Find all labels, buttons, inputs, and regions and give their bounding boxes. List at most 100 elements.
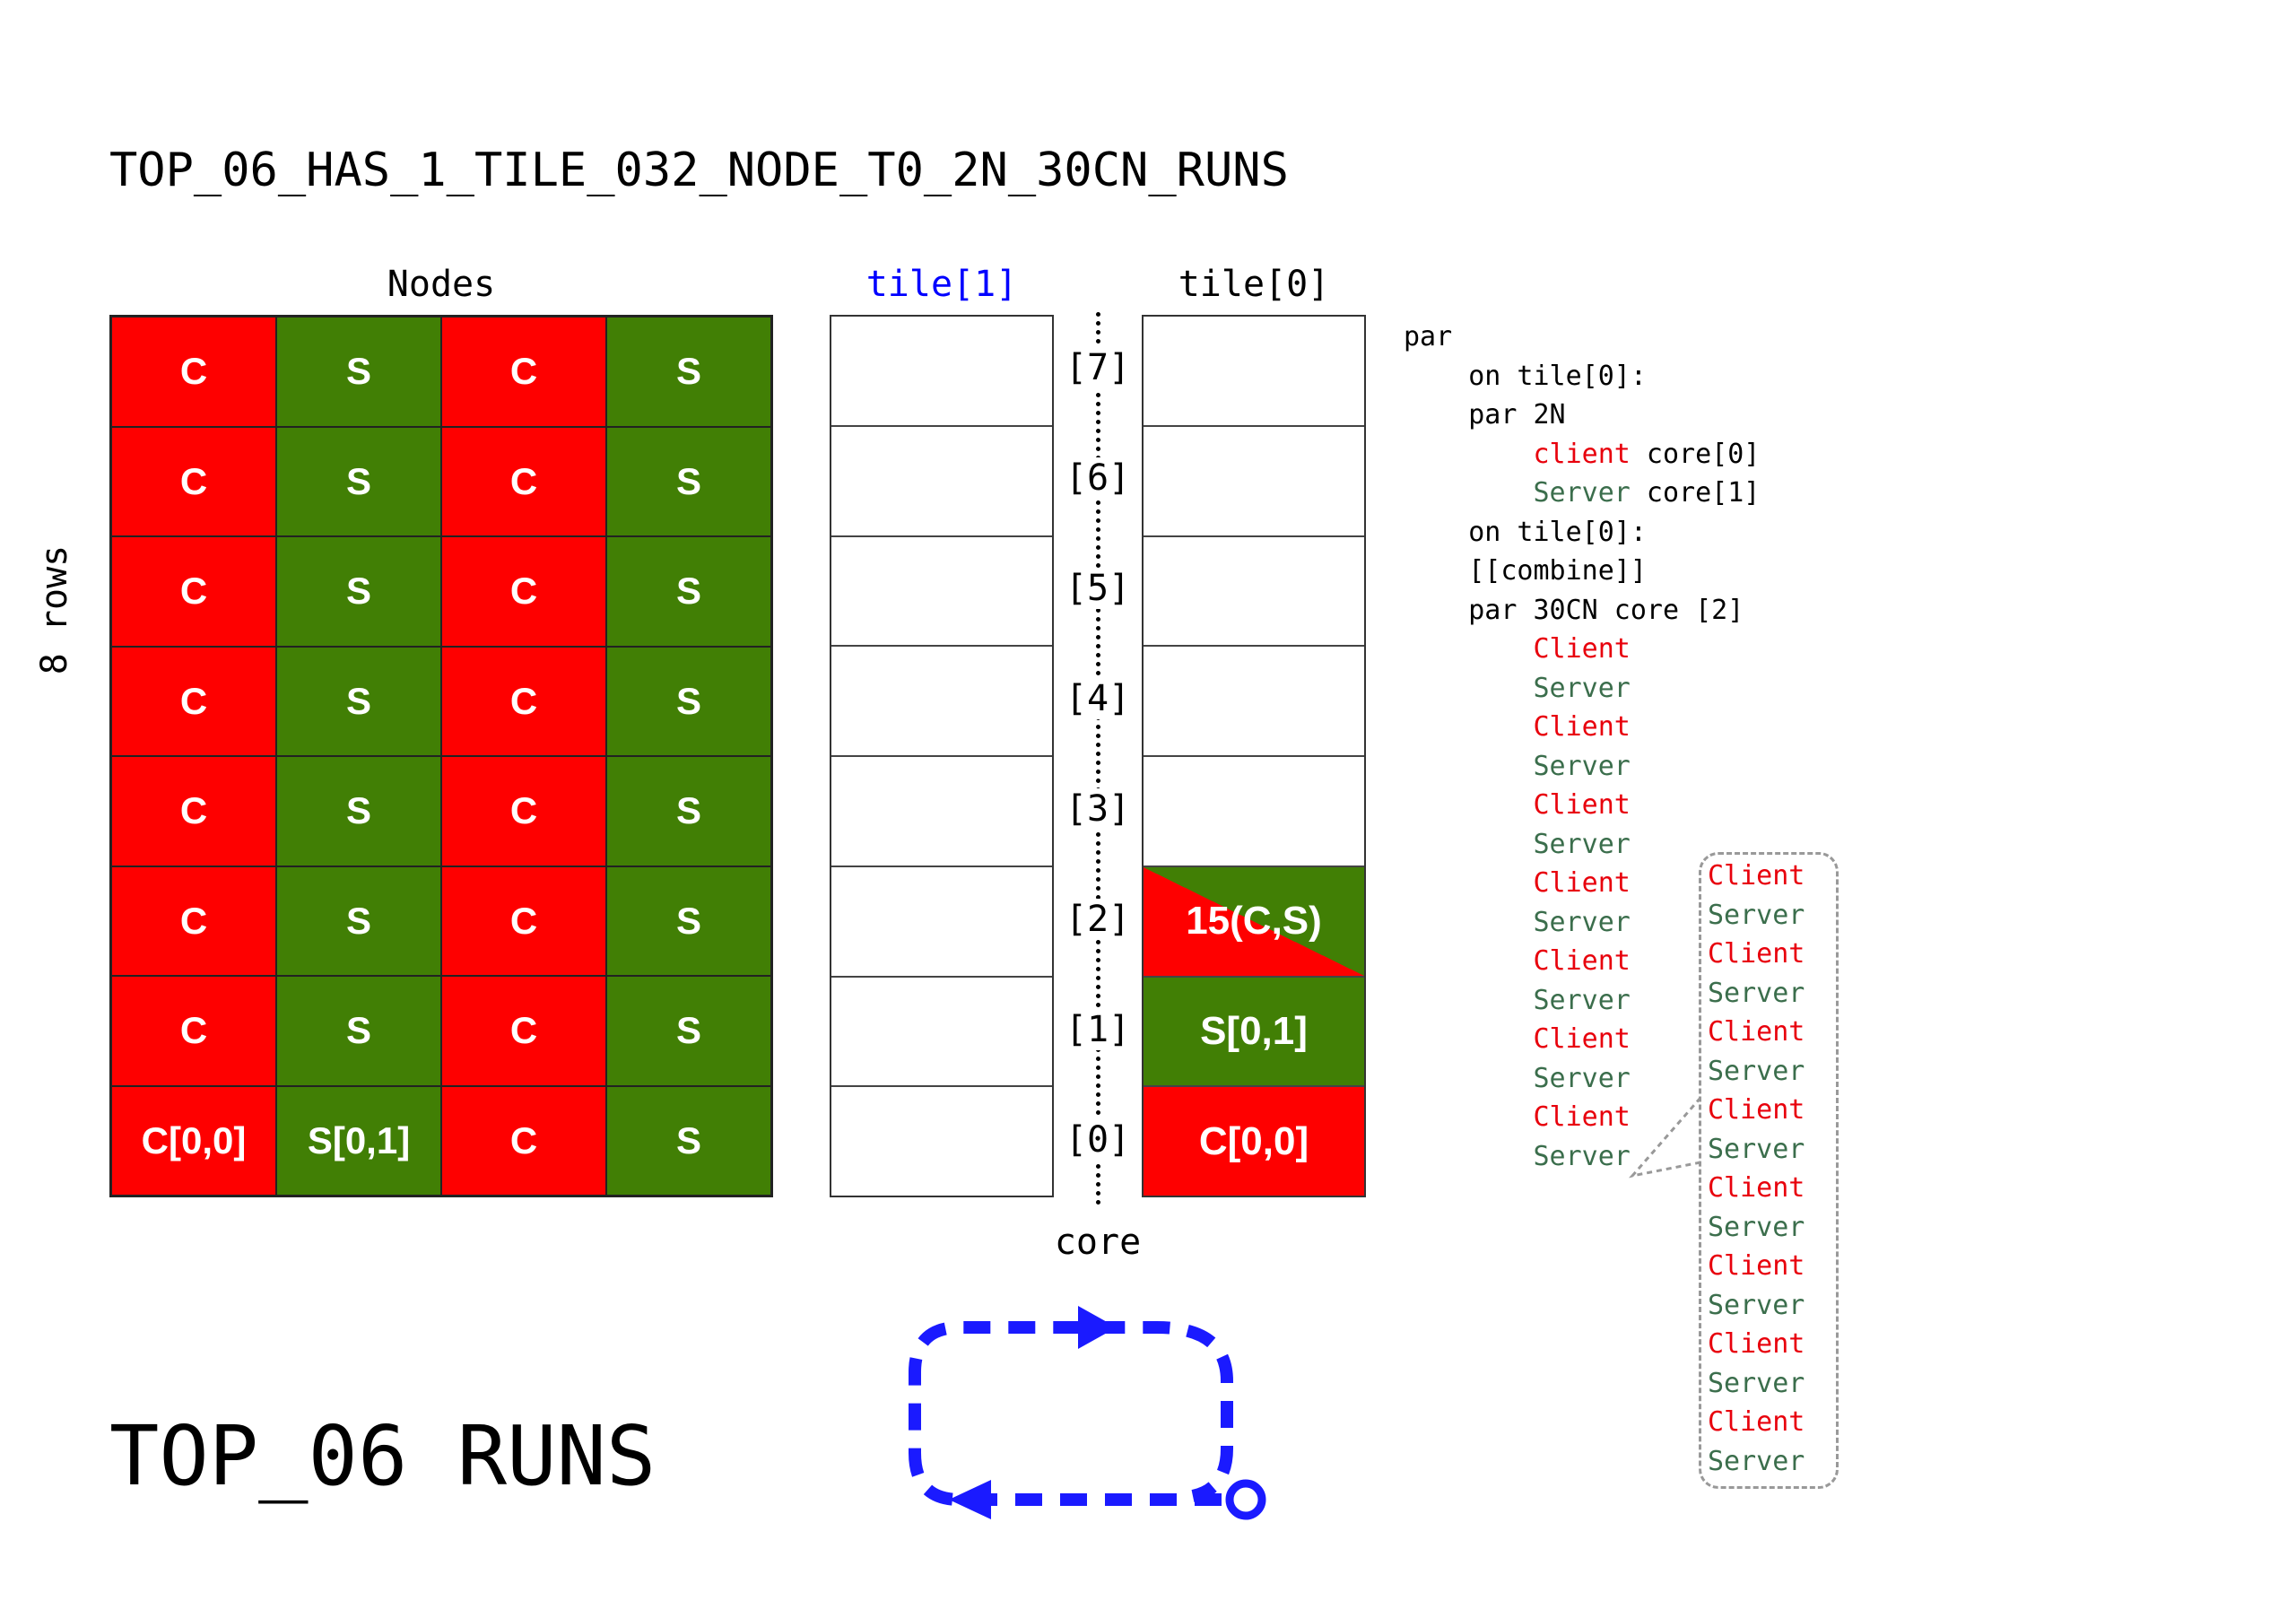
code-line: Client (1404, 786, 1760, 825)
client-node-cell: C (111, 646, 276, 756)
code-token: Client (1533, 633, 1631, 665)
core-index: [3] (1054, 787, 1142, 830)
core-axis-line (1096, 312, 1100, 1205)
code-token: Client (1533, 1101, 1631, 1133)
code-line: Client (1404, 942, 1760, 981)
bubble-callout (1699, 852, 1839, 1489)
server-node-cell: S[0,1] (276, 1085, 441, 1196)
code-line: Server core[1] (1404, 474, 1761, 513)
client-node-cell: C (441, 317, 606, 427)
tile0-core-6 (1144, 424, 1364, 535)
tile1-core-0 (831, 1085, 1052, 1196)
server-node-cell: S (606, 976, 771, 1086)
code-token: Client (1533, 789, 1631, 821)
tile0-core-5 (1144, 535, 1364, 646)
tile0-core-3 (1144, 755, 1364, 866)
code-line: par (1404, 318, 1760, 357)
tile1-column (830, 315, 1054, 1197)
bubble-item: Server (1708, 1289, 1805, 1321)
rows-label: 8 rows (34, 544, 75, 675)
tile0-header: tile[0] (1178, 264, 1330, 305)
core-index: [6] (1054, 457, 1142, 499)
server-node-cell: S (606, 536, 771, 647)
core-index: [2] (1054, 898, 1142, 940)
code-token: Server (1533, 906, 1631, 938)
loop-arrow-icon (909, 1306, 1266, 1520)
combined-label: 15(C,S) (1186, 899, 1322, 944)
code-token: Server (1533, 1062, 1631, 1094)
code-token: Server (1533, 672, 1631, 704)
client-node-cell: C (441, 1085, 606, 1196)
code-line: Server (1404, 981, 1760, 1021)
bubble-item: Client (1708, 1250, 1805, 1282)
code-line: Server (1404, 1137, 1760, 1177)
client-node-cell: C (111, 756, 276, 866)
code-token: [[combine]] (1468, 555, 1647, 587)
loop-start-circle (1225, 1479, 1266, 1520)
code-line: on tile[0]: (1404, 513, 1760, 552)
runs-title: TOP_06 RUNS (109, 1408, 657, 1504)
code-token: client (1533, 438, 1631, 470)
client-node-cell: C (441, 756, 606, 866)
tile0-core-1-server: S[0,1] (1144, 975, 1364, 1086)
bubble-item: Client (1708, 1172, 1805, 1204)
server-node-cell: S (606, 756, 771, 866)
server-node-cell: S (276, 426, 441, 536)
bubble-item: Client (1708, 938, 1805, 970)
tile1-core-6 (831, 424, 1052, 535)
tile0-core-7 (1144, 317, 1364, 425)
bubble-item: Server (1708, 1445, 1805, 1477)
code-line: Client (1404, 1020, 1760, 1059)
client-node-cell: C (441, 426, 606, 536)
bubble-item: Client (1708, 1328, 1805, 1360)
code-line: Server (1404, 747, 1760, 787)
bubble-item: Server (1708, 977, 1805, 1009)
core-label: core (1054, 1222, 1142, 1263)
tile1-core-1 (831, 975, 1052, 1086)
code-line: Server (1404, 825, 1760, 865)
core-index: [0] (1054, 1118, 1142, 1161)
core-index: [7] (1054, 346, 1142, 388)
code-line: par 2N (1404, 396, 1760, 435)
client-node-cell: C (111, 426, 276, 536)
bubble-item: Server (1708, 1211, 1805, 1243)
code-token: Server (1533, 828, 1631, 860)
bubble-item: Client (1708, 1094, 1805, 1126)
code-token: Client (1533, 945, 1631, 977)
code-token: Server (1533, 750, 1631, 782)
bubble-item: Client (1708, 1016, 1805, 1048)
bubble-item: Server (1708, 1055, 1805, 1087)
server-node-cell: S (606, 1085, 771, 1196)
code-line: Server (1404, 903, 1760, 943)
core-index: [5] (1054, 567, 1142, 609)
client-node-cell: C (441, 536, 606, 647)
bubble-item: Server (1708, 1367, 1805, 1399)
client-node-cell: C (441, 646, 606, 756)
client-node-cell: C (111, 317, 276, 427)
client-node-cell: C (111, 866, 276, 976)
core-index: [4] (1054, 677, 1142, 719)
code-listing: par on tile[0]: par 2N client core[0] Se… (1404, 318, 1760, 1176)
code-line: Client (1404, 708, 1760, 747)
server-node-cell: S (276, 866, 441, 976)
code-line: Server (1404, 669, 1760, 709)
diagram-title: TOP_06_HAS_1_TILE_032_NODE_T0_2N_30CN_RU… (109, 144, 1289, 197)
code-token: core[1] (1630, 477, 1761, 509)
code-token: Client (1533, 867, 1631, 899)
arrowhead-left (949, 1480, 991, 1519)
bubble-item: Client (1708, 860, 1805, 892)
server-node-cell: S (606, 426, 771, 536)
client-node-cell: C[0,0] (111, 1085, 276, 1196)
server-node-cell: S (606, 646, 771, 756)
code-line: client core[0] (1404, 435, 1761, 474)
bubble-pointer (1628, 1097, 1702, 1179)
code-line: [[combine]] (1404, 552, 1760, 591)
server-node-cell: S (276, 646, 441, 756)
client-node-cell: C (111, 976, 276, 1086)
code-token: par 2N (1468, 399, 1566, 431)
arrowhead-right (1078, 1306, 1117, 1349)
code-line: par 30CN core [2] (1404, 591, 1760, 631)
code-line: Client (1404, 630, 1760, 669)
server-node-cell: S (276, 536, 441, 647)
tile1-header: tile[1] (865, 264, 1018, 305)
